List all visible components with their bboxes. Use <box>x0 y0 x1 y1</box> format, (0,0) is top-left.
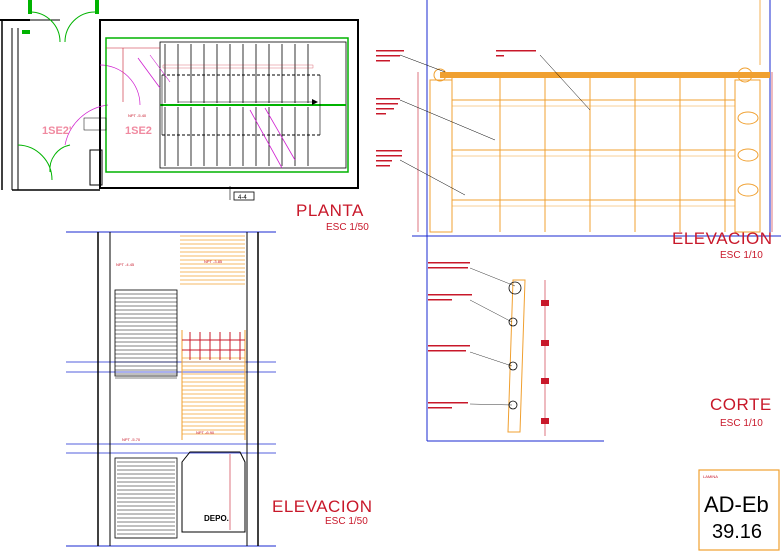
level-tag-elev-low-b: NPT -6.90 <box>196 430 215 435</box>
plan-title: PLANTA <box>296 201 364 220</box>
stair-treads-elevation <box>115 235 246 539</box>
stair-elevation-title: ELEVACION <box>272 497 373 516</box>
room-label-1se2-prime: 1SE2' <box>42 125 72 137</box>
stamp-code: AD-Eb <box>704 492 769 517</box>
section-mark: 4-4 <box>238 195 247 201</box>
stair-outline <box>105 37 349 173</box>
section-scale: ESC 1/10 <box>720 418 763 429</box>
level-tag-elev-top: NPT -3.85 <box>204 259 223 264</box>
stamp-header: LAMINA <box>703 474 718 479</box>
depot-label: DEPO. <box>204 514 229 523</box>
sheet-stamp: LAMINA AD-Eb 39.16 <box>698 469 780 551</box>
level-tag-elev-low-a: NPT -5.70 <box>122 437 141 442</box>
plan-level-tag: NPT -5.40 <box>128 113 147 118</box>
plan-outer-wall <box>99 19 359 189</box>
section-post <box>507 279 526 433</box>
section-title: CORTE <box>710 395 772 414</box>
level-tag-elev-top-a: NPT -4.45 <box>116 262 135 267</box>
stair-elevation-scale: ESC 1/50 <box>325 516 368 527</box>
plan-scale: ESC 1/50 <box>326 222 369 233</box>
stamp-number: 39.16 <box>712 521 762 543</box>
railing-elevation-view: ELEVACION ESC 1/10 <box>376 0 781 261</box>
door-swing <box>29 11 61 43</box>
stair-treads <box>164 44 309 166</box>
railing-grid <box>451 78 735 232</box>
railing-elevation-title: ELEVACION <box>672 229 773 248</box>
room-label-1se2: 1SE2 <box>125 125 152 137</box>
stair-elevation-view: DEPO. NPT -4.45 NPT -3.85 NPT -5.70 NPT … <box>66 231 373 547</box>
railing-elevation-scale: ESC 1/10 <box>720 250 763 261</box>
plan-view: NPT -5.40 1SE2' 1SE2 4-4 PLANTA ESC 1/50 <box>0 0 369 233</box>
section-view: CORTE ESC 1/10 <box>426 232 772 442</box>
